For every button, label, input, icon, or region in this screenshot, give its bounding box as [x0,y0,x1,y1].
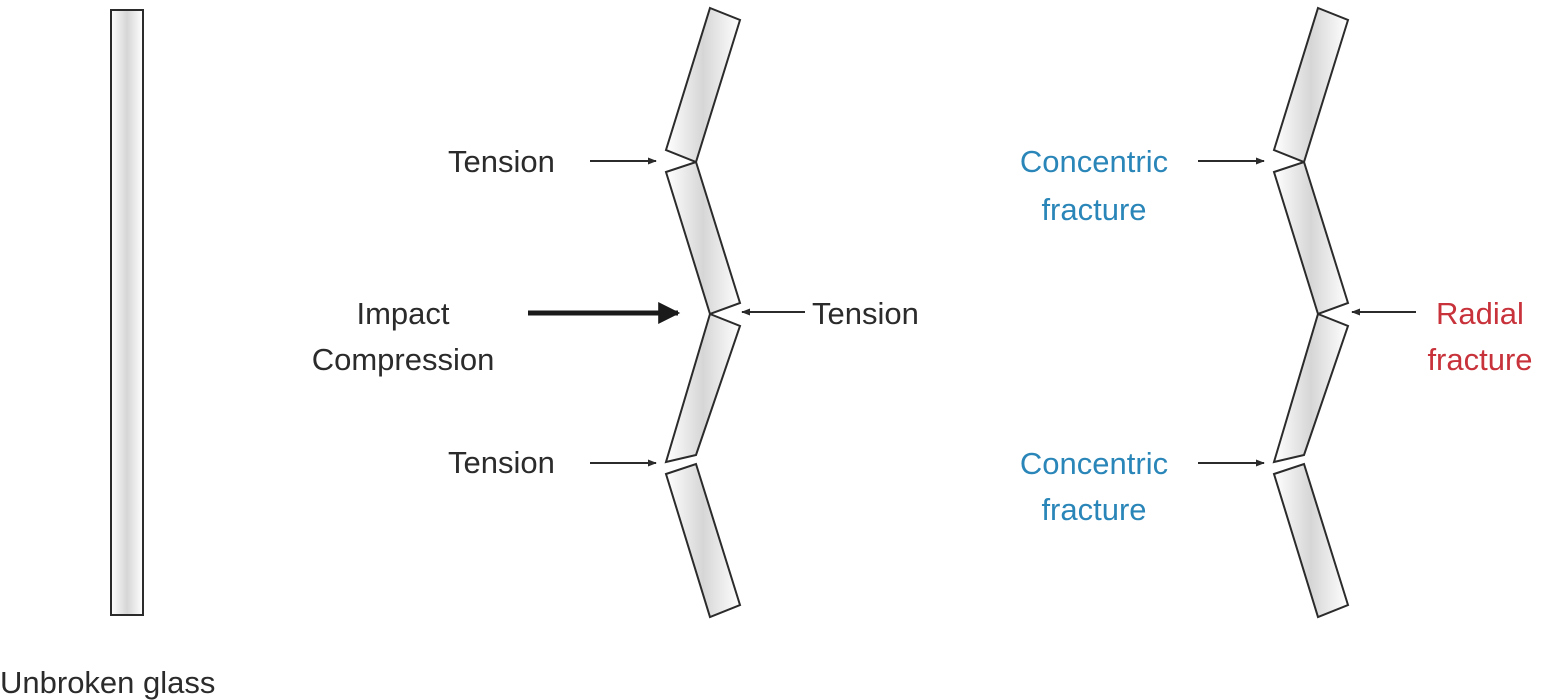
impact-label: Impact [356,296,449,331]
broken-glass-stress [664,6,742,619]
broken-glass-fractures [1272,6,1350,619]
compression-label: Compression [312,342,495,377]
concentric-top-label-line2: fracture [1041,192,1146,227]
glass-segment [1272,462,1350,619]
unbroken-glass-label: Unbroken glass [0,665,215,700]
glass-segment [1272,312,1350,464]
radial-label: Radial [1436,296,1524,331]
glass-segment [1272,6,1350,164]
tension-top-label: Tension [448,144,555,179]
concentric-top-label: Concentric [1020,144,1168,179]
glass-segment [664,6,742,164]
radial-label-line2: fracture [1427,342,1532,377]
glass-segment [664,312,742,464]
unbroken-glass-pane [110,9,144,616]
tension-mid-label: Tension [812,296,919,331]
concentric-bottom-label: Concentric [1020,446,1168,481]
tension-bottom-label: Tension [448,445,555,480]
concentric-bottom-label-line2: fracture [1041,492,1146,527]
glass-segment [1272,160,1350,316]
glass-segment [664,160,742,316]
glass-segment [664,462,742,619]
